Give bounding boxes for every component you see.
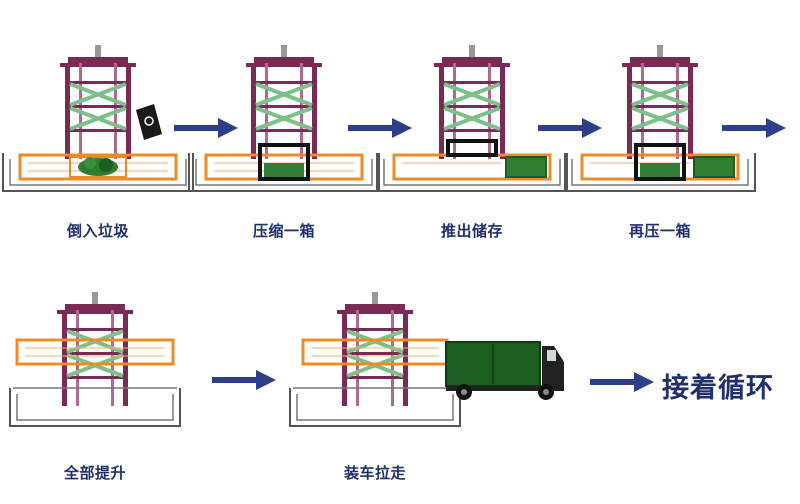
step-3-label: 推出储存 [440, 222, 504, 240]
flow-arrow-icon [174, 118, 238, 138]
flow-arrow-icon [212, 370, 276, 390]
final-step-label: 接着循环 [662, 373, 774, 404]
garbage-truck-icon [445, 341, 564, 400]
step-1-figure [2, 43, 194, 192]
step-4-figure [564, 43, 756, 192]
step-5-figure [9, 290, 181, 427]
flow-arrow-icon [538, 118, 602, 138]
step-2-figure [188, 43, 380, 192]
step-3-figure [376, 43, 568, 192]
step-1-label: 倒入垃圾 [66, 222, 130, 240]
recycle-bin-icon [136, 104, 162, 140]
step-4-label: 再压一箱 [628, 222, 692, 240]
flow-arrow-icon [722, 118, 786, 138]
flow-arrow-icon [348, 118, 412, 138]
step-6-figure [289, 290, 461, 427]
step-2-label: 压缩一箱 [252, 222, 316, 240]
flow-arrow-icon [590, 372, 654, 392]
step-5-label: 全部提升 [63, 464, 127, 482]
step-6-label: 装车拉走 [343, 464, 407, 482]
